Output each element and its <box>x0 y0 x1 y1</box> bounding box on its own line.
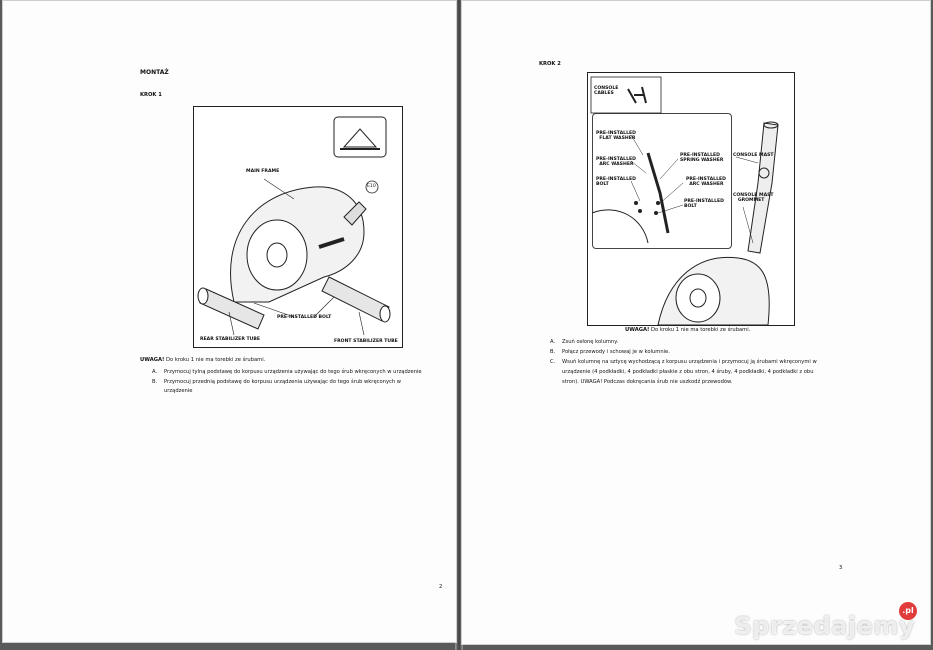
callout-e10: E10 <box>367 184 376 189</box>
step-title: KROK 2 <box>539 61 561 67</box>
warning-text: Do kroku 1 nie ma torebki ze śrubami. <box>164 357 266 363</box>
list-item-line: stron). UWAGA! Podczas dokręcania śrub n… <box>562 379 733 385</box>
label-pre-installed-bolt: PRE-INSTALLED BOLT <box>277 315 332 320</box>
list-item: Przymocuj tylną podstawę do korpusu urzą… <box>164 369 422 375</box>
list-item-letter: A. <box>152 369 158 375</box>
warning-note: UWAGA! Do kroku 1 nie ma torebki ze śrub… <box>625 327 751 334</box>
list-item: Zsuń osłonę kolumny. <box>562 339 619 345</box>
list-item-letter: C. <box>550 359 556 365</box>
list-item-line: Wsuń kolumnę na sztycę wychodzącą z korp… <box>562 359 817 365</box>
detail-inset <box>592 113 732 249</box>
book-gutter <box>455 0 463 650</box>
label-rear-stabilizer: REAR STABILIZER TUBE <box>200 337 260 342</box>
warning-label: UWAGA! <box>625 327 650 333</box>
warning-note: UWAGA! Do kroku 1 nie ma torebki ze śrub… <box>140 357 266 364</box>
left-page: MONTAŻ KROK 1 MAIN <box>2 0 457 643</box>
watermark-badge: .pl <box>899 602 917 620</box>
list-item-line: urządzenie (4 podkładki, 4 podkładki pła… <box>562 369 814 375</box>
label-arc-washer: PRE-INSTALLED ARC WASHER <box>596 157 636 168</box>
label-console-mast: CONSOLE MAST <box>733 153 774 158</box>
warning-text: Do kroku 1 nie ma torebki ze śrubami. <box>649 327 751 333</box>
step1-diagram: MAIN FRAME PRE-INSTALLED BOLT REAR STABI… <box>193 106 403 348</box>
list-item-letter: A. <box>550 339 556 345</box>
watermark: Sprzedajemy <box>734 612 915 640</box>
list-item-letter: B. <box>152 379 158 385</box>
elliptical-frame-drawing <box>197 116 391 336</box>
list-item-continued: urządzenie <box>164 388 193 394</box>
page-number: 2 <box>439 584 443 590</box>
list-item: Połącz przewody i schowaj je w kolumnie. <box>562 349 670 355</box>
list-item: Przymocuj przednią podstawę do korpusu u… <box>164 379 402 385</box>
label-arc-washer-2: PRE-INSTALLED ARC WASHER <box>686 177 726 188</box>
step-title: KROK 1 <box>140 92 162 98</box>
page-number: 3 <box>839 565 843 571</box>
label-console-mast-grommet: CONSOLE MAST GROMMET <box>733 193 774 204</box>
warning-label: UWAGA! <box>140 357 165 363</box>
page-heading: MONTAŻ <box>140 69 169 76</box>
label-main-frame: MAIN FRAME <box>246 169 280 174</box>
label-front-stabilizer: FRONT STABILIZER TUBE <box>334 339 398 344</box>
label-flat-washer: PRE-INSTALLED FLAT WASHER <box>596 131 636 142</box>
console-mast-drawing <box>590 76 779 326</box>
list-item-letter: B. <box>550 349 556 355</box>
right-page: KROK 2 <box>461 0 931 645</box>
